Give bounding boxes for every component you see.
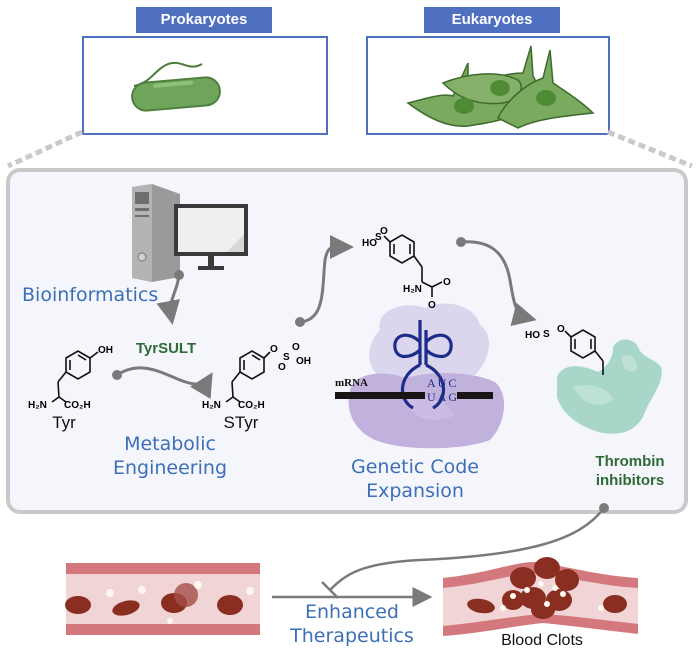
metabolic-line1: Metabolic	[124, 433, 216, 455]
tyr-amine-text: H₂N	[28, 400, 47, 411]
arrow-tyr-to-styr	[112, 366, 213, 400]
styr-oh-text: OH	[296, 356, 311, 367]
thrombin-sulfotyrosine-structure: HO S O	[525, 324, 604, 375]
blood-clots-label: Blood Clots	[501, 632, 583, 649]
eukaryotic-cells-icon	[406, 45, 595, 129]
arrow-computer-to-enzyme	[156, 270, 184, 325]
therapeutics-line1: Enhanced	[305, 601, 399, 623]
styr-acid-text: CO₂H	[238, 400, 265, 411]
anticodon-text: AUC	[427, 376, 458, 390]
prokaryotes-box	[82, 36, 328, 135]
trna-amine-text: H₂N	[403, 284, 422, 295]
trna-s-text: S	[375, 232, 382, 243]
thrombin-protein-icon	[557, 339, 662, 434]
eukaryotes-label: Eukaryotes	[424, 7, 560, 33]
aminoacyl-sulfotyrosine-structure: HO S O H₂N O O	[362, 226, 451, 311]
metabolic-engineering-label: Metabolic Engineering	[100, 432, 240, 480]
eukaryotes-box	[366, 36, 610, 135]
computer-icon	[132, 184, 248, 282]
arrow-thrombin-inhibits-clots	[321, 503, 609, 599]
styr-name: STyr	[223, 413, 259, 432]
trna-icon	[393, 320, 453, 410]
dotted-connector-left	[6, 129, 84, 169]
bioinformatics-label: Bioinformatics	[22, 284, 159, 306]
sulfotyrosine-structure: O S O O OH H₂N CO₂H	[202, 342, 311, 411]
arrow-styr-to-trna	[295, 234, 354, 327]
styr-o3-text: O	[278, 362, 286, 373]
enhanced-therapeutics-label: Enhanced Therapeutics	[282, 600, 422, 648]
thrombin-ho-text: HO	[525, 330, 540, 341]
styr-o-text: O	[270, 344, 278, 355]
tyrosine-structure: OH H₂N CO₂H	[28, 345, 113, 411]
therapeutics-line2: Therapeutics	[290, 625, 414, 647]
thrombin-s-text: S	[543, 329, 550, 340]
thrombin-o-text: O	[557, 324, 565, 335]
styr-s-text: S	[283, 352, 290, 363]
genetic-line1: Genetic Code	[351, 456, 479, 478]
genetic-code-expansion-label: Genetic Code Expansion	[340, 455, 490, 503]
arrow-trna-to-thrombin	[456, 237, 537, 326]
healthy-blood-vessel-icon	[65, 563, 260, 635]
dotted-connector-right	[607, 129, 693, 169]
tyr-acid-text: CO₂H	[64, 400, 91, 411]
tyrsult-enzyme-label: TyrSULT	[135, 340, 197, 357]
mrna-strand: mRNA AUC UAG	[335, 376, 493, 404]
tyr-name: Tyr	[52, 413, 76, 432]
prokaryotes-label: Prokaryotes	[136, 7, 272, 33]
thrombin-inhibitors-label: Thrombin inhibitors	[590, 452, 670, 490]
bacterium-icon	[131, 61, 221, 112]
thrombin-line1: Thrombin	[595, 453, 665, 470]
styr-amine-text: H₂N	[202, 400, 221, 411]
metabolic-line2: Engineering	[113, 457, 227, 479]
tyr-oh-text: OH	[98, 345, 113, 356]
mrna-label: mRNA	[335, 377, 368, 389]
styr-o2-text: O	[292, 342, 300, 353]
ribosome-icon	[348, 303, 505, 449]
trna-o-text: O	[380, 226, 388, 237]
trna-o3-text: O	[428, 300, 436, 311]
clotted-blood-vessel-icon	[443, 557, 638, 636]
genetic-line2: Expansion	[366, 480, 464, 502]
thrombin-line2: inhibitors	[595, 472, 665, 489]
codon-text: UAG	[427, 390, 459, 404]
trna-ho-text: HO	[362, 238, 377, 249]
trna-o2-text: O	[443, 277, 451, 288]
